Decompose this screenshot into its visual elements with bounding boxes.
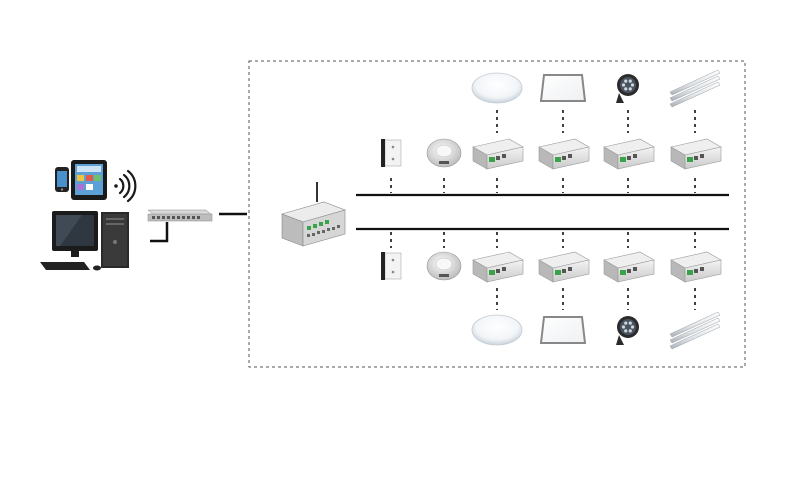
led-driver-icon-bottom-6 — [670, 251, 722, 283]
motion-sensor-icon-bottom-2 — [426, 251, 462, 281]
spotlight-icon-top — [616, 74, 639, 103]
desktop-computer-icon — [40, 211, 129, 271]
smartphone-icon — [55, 167, 69, 192]
spotlight-icon-bottom — [616, 316, 639, 345]
ceiling-light-icon-top — [471, 72, 523, 104]
tablet-icon — [71, 160, 107, 200]
wall-panel-switch-icon-bottom-1 — [381, 252, 402, 280]
pc-to-switch-link — [150, 222, 169, 243]
gateway-controller-icon — [281, 182, 346, 247]
system-boundary — [248, 60, 746, 368]
panel-light-icon-bottom — [539, 316, 587, 344]
led-driver-icon-top-3 — [472, 138, 524, 170]
network-switch-icon — [147, 209, 213, 222]
led-driver-icon-top-5 — [603, 138, 655, 170]
tube-light-icon-top — [669, 69, 721, 108]
ceiling-light-icon-bottom — [471, 314, 523, 346]
led-driver-icon-top-4 — [538, 138, 590, 170]
wall-panel-switch-icon-top-1 — [381, 139, 402, 167]
wifi-signal-icon — [114, 169, 137, 203]
led-driver-icon-bottom-5 — [603, 251, 655, 283]
led-driver-icon-bottom-3 — [472, 251, 524, 283]
panel-light-icon-top — [539, 74, 587, 102]
motion-sensor-icon-top-2 — [426, 138, 462, 168]
led-driver-icon-top-6 — [670, 138, 722, 170]
led-driver-icon-bottom-4 — [538, 251, 590, 283]
tube-light-icon-bottom — [669, 311, 721, 350]
